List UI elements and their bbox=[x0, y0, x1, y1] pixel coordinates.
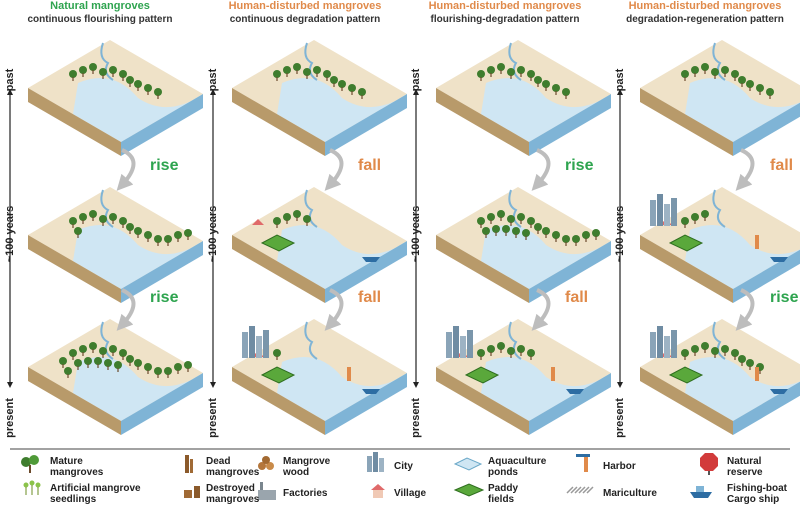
time-label-present-2: present bbox=[207, 398, 219, 438]
trend-arrows bbox=[116, 148, 755, 331]
trend-label-2-2: fall bbox=[358, 289, 381, 306]
legend-label-factories: Factories bbox=[283, 488, 328, 499]
dead-mangrove-icon bbox=[185, 455, 193, 473]
trend-label-1-1: rise bbox=[150, 157, 179, 174]
destroyed-mangrove-icon bbox=[184, 486, 200, 498]
column-3-subtitle: flourishing-degradation pattern bbox=[430, 14, 580, 25]
column-4-subtitle: degradation-regeneration pattern bbox=[626, 14, 784, 25]
trend-label-3-1: rise bbox=[565, 157, 594, 174]
time-label-past-4: past bbox=[614, 68, 626, 91]
trend-label-4-2: rise bbox=[770, 289, 799, 306]
legend-label-mariculture: Mariculture bbox=[603, 488, 657, 499]
trend-arrow-4-2 bbox=[735, 288, 755, 331]
mature-mangrove-icon bbox=[21, 455, 39, 473]
aquaculture-pond-icon bbox=[453, 457, 483, 471]
trend-label-2-1: fall bbox=[358, 157, 381, 174]
landscape-block-1-1 bbox=[27, 39, 204, 157]
legend-label-mature: Mature mangroves bbox=[50, 456, 104, 478]
column-4-title: Human-disturbed mangroves bbox=[628, 0, 782, 12]
city-icon bbox=[367, 452, 384, 472]
village-icon bbox=[371, 484, 385, 498]
time-label-past-1: past bbox=[4, 68, 16, 91]
time-label-middle-2: ~100 years bbox=[207, 206, 219, 263]
mangrove-wood-icon bbox=[258, 456, 274, 470]
landscape-block-4-2 bbox=[639, 186, 800, 304]
landscape-block-3-3 bbox=[435, 318, 612, 436]
time-label-present-4: present bbox=[614, 398, 626, 438]
column-title-flourish-degrade: Human-disturbed mangroves flourishing-de… bbox=[405, 0, 605, 26]
artificial-seedling-icon bbox=[23, 480, 41, 495]
landscape-block-1-3 bbox=[27, 318, 204, 436]
trend-arrow-1-1 bbox=[116, 148, 136, 191]
ship-icon bbox=[690, 486, 712, 498]
time-label-past-2: past bbox=[207, 68, 219, 91]
landscape-block-4-1 bbox=[639, 39, 800, 157]
column-1-subtitle: continuous flourishing pattern bbox=[27, 14, 173, 25]
column-title-degrade-regen: Human-disturbed mangroves degradation-re… bbox=[605, 0, 800, 26]
time-label-middle-1: ~100 years bbox=[4, 206, 16, 263]
landscape-block-2-3 bbox=[231, 318, 408, 436]
factory-icon bbox=[258, 482, 276, 500]
column-3-title: Human-disturbed mangroves bbox=[428, 0, 582, 12]
column-title-natural: Natural mangroves continuous flourishing… bbox=[0, 0, 200, 26]
landscape-block-2-2 bbox=[231, 186, 408, 304]
trend-arrow-3-1 bbox=[531, 148, 551, 191]
column-2-title: Human-disturbed mangroves bbox=[228, 0, 382, 12]
time-label-past-3: past bbox=[410, 68, 422, 91]
trend-label-1-2: rise bbox=[150, 289, 179, 306]
paddy-field-icon bbox=[453, 483, 485, 497]
harbor-icon bbox=[576, 454, 590, 472]
legend-label-aquaculture: Aquaculture ponds bbox=[488, 456, 547, 478]
column-title-degradation: Human-disturbed mangroves continuous deg… bbox=[205, 0, 405, 26]
trend-arrow-4-1 bbox=[735, 148, 755, 191]
trend-arrow-2-2 bbox=[324, 288, 344, 331]
legend-label-dead: Dead mangroves bbox=[206, 456, 260, 478]
legend-label-destroyed: Destroyed mangroves bbox=[206, 483, 260, 505]
time-label-middle-4: ~100 years bbox=[614, 206, 626, 263]
landscape-block-3-1 bbox=[435, 39, 612, 157]
trend-label-3-2: fall bbox=[565, 289, 588, 306]
landscape-block-3-2 bbox=[435, 186, 612, 304]
column-2-subtitle: continuous degradation pattern bbox=[229, 14, 381, 25]
trend-arrow-2-1 bbox=[324, 148, 344, 191]
time-label-present-3: present bbox=[410, 398, 422, 438]
trend-label-4-1: fall bbox=[770, 157, 793, 174]
legend-label-reserve: Natural reserve bbox=[727, 456, 763, 478]
trend-arrow-1-2 bbox=[116, 288, 136, 331]
legend-label-ship: Fishing-boat Cargo ship bbox=[727, 483, 787, 505]
legend-label-village: Village bbox=[394, 488, 427, 499]
legend-icons bbox=[21, 452, 718, 500]
legend-label-harbor: Harbor bbox=[603, 461, 636, 472]
column-1-title: Natural mangroves bbox=[50, 0, 150, 12]
legend-label-city: City bbox=[394, 461, 413, 472]
legend-label-paddy: Paddy fields bbox=[488, 483, 519, 505]
landscape-block-1-2 bbox=[27, 186, 204, 304]
natural-reserve-icon bbox=[700, 453, 718, 475]
landscape-block-4-3 bbox=[639, 318, 800, 436]
trend-arrow-3-2 bbox=[531, 288, 551, 331]
time-label-middle-3: ~100 years bbox=[410, 206, 422, 263]
legend-label-seedlings: Artificial mangrove seedlings bbox=[50, 483, 141, 505]
time-label-present-1: present bbox=[4, 398, 16, 438]
legend-label-wood: Mangrove wood bbox=[283, 456, 331, 478]
mariculture-icon bbox=[566, 486, 594, 494]
landscape-block-2-1 bbox=[231, 39, 408, 157]
